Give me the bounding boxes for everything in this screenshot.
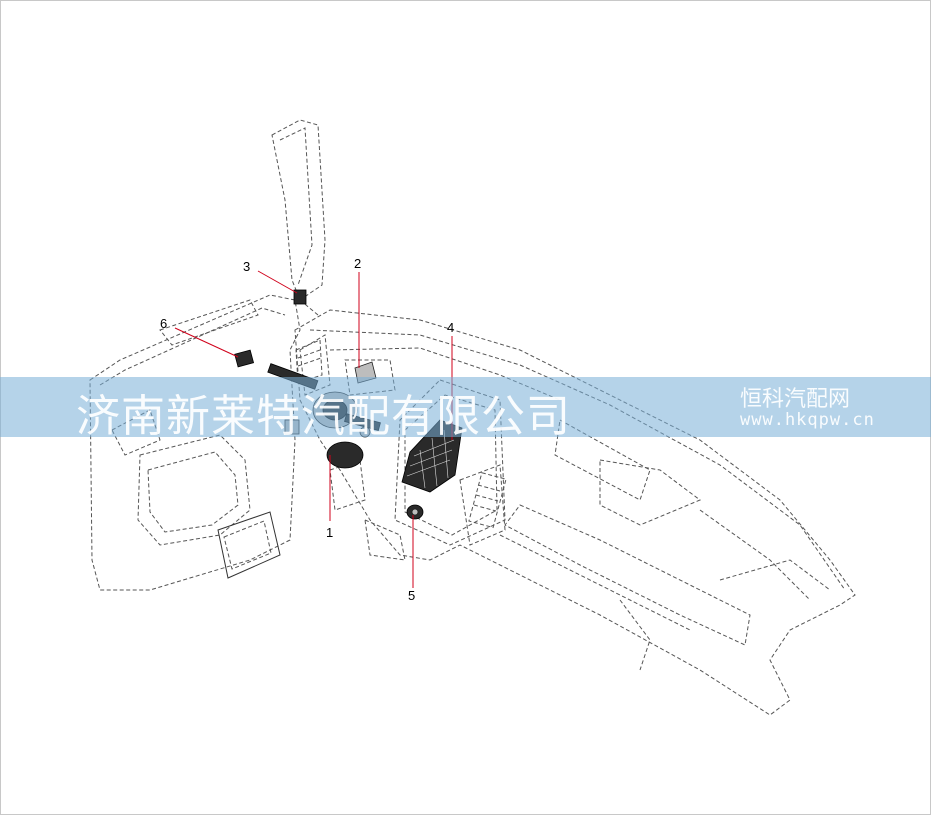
watermark-brand: 恒科汽配网 [740,387,851,412]
callout-3: 3 [243,259,250,274]
dashboard-body [294,309,856,716]
callout-1: 1 [326,525,333,540]
left-vent [295,339,323,384]
callout-2: 2 [354,256,361,271]
center-vent [468,472,507,529]
watermark-band [0,377,931,437]
part-6-door-switch [234,349,255,368]
a-pillar [271,119,326,316]
part-3-switch [293,289,307,305]
watermark-url: www.hkqpw.cn [740,410,875,430]
leader-3 [257,270,298,294]
callout-5: 5 [408,588,415,603]
leader-6 [174,327,239,358]
callout-4: 4 [447,320,454,335]
part-5-knob [406,504,424,520]
callout-6: 6 [160,316,167,331]
watermark-company: 济南新莱特汽配有限公司 [76,391,571,442]
